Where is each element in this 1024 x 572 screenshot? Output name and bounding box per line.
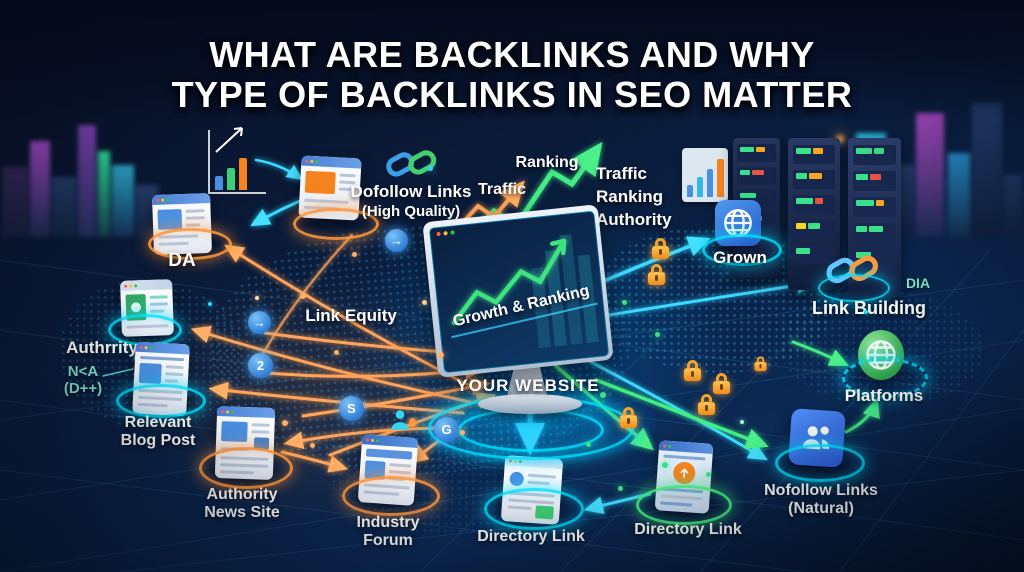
directory-center-label: Directory Link [477, 528, 585, 545]
platforms-label: Platforms [844, 386, 924, 405]
dofollow-chain-icon [384, 143, 440, 185]
nofollow-ring [775, 444, 865, 482]
authority-news-ring [199, 447, 293, 489]
nofollow-label: Nofollow Links (Natural) [764, 482, 878, 517]
dofollow-label-line1: Dofollow Links [350, 182, 472, 201]
directory-center-ring [484, 488, 584, 530]
badge-2: 2 [248, 353, 273, 378]
padlock-icon [648, 264, 665, 285]
relevant-blog-ring [116, 384, 206, 418]
relevant-blog-label: Relevant Blog Post [120, 414, 196, 449]
da-label: DA [168, 250, 196, 271]
grown-label: Grown [713, 248, 767, 267]
padlock-icon [684, 360, 701, 381]
arrow-badge-left: → [248, 311, 271, 334]
padlock-icon [713, 373, 730, 394]
industry-forum-ring [342, 476, 440, 516]
directory-right-ring [636, 485, 732, 525]
website-platform-ring-inner [458, 408, 604, 452]
ranking-label: Ranking [515, 154, 579, 171]
website-monitor: Growth & Ranking [422, 204, 614, 378]
na-metric-label: N<A (D++) [63, 363, 103, 397]
analytics-panel-icon [682, 148, 728, 202]
padlock-icon [698, 394, 715, 415]
person-icon [387, 406, 416, 434]
arrow-badge-top: → [385, 229, 408, 252]
link-building-label: Link Building [812, 298, 926, 318]
industry-forum-label: Industry Forum [356, 514, 420, 549]
dofollow-label-line2: (High Quality) [361, 203, 461, 221]
badge-g: G [434, 417, 459, 442]
authority-news-label: Authority News Site [204, 486, 280, 521]
dia-label: DIA [905, 275, 931, 291]
page-title-line2: TYPE OF BACKLINKS IN SEO MATTER [171, 74, 853, 115]
dofollow-label: Dofollow Links (High Quality) [336, 182, 486, 221]
traffic-ranking-authority-label: Traffic Ranking Authority [596, 164, 672, 229]
your-website-label: YOUR WEBSITE [456, 376, 600, 395]
traffic-label: Traffic [477, 181, 526, 198]
top-fade [0, 0, 1024, 120]
directory-right-label: Directory Link [634, 521, 742, 538]
monitor-base [478, 394, 582, 414]
padlock-icon [620, 407, 637, 428]
page-title-line1: WHAT ARE BACKLINKS AND WHY [209, 34, 815, 75]
padlock-icon [652, 238, 669, 259]
link-equity-label: Link Equity [305, 306, 397, 325]
padlock-icon [754, 356, 767, 372]
growth-chart-icon [208, 127, 266, 194]
badge-s: S [339, 396, 364, 421]
